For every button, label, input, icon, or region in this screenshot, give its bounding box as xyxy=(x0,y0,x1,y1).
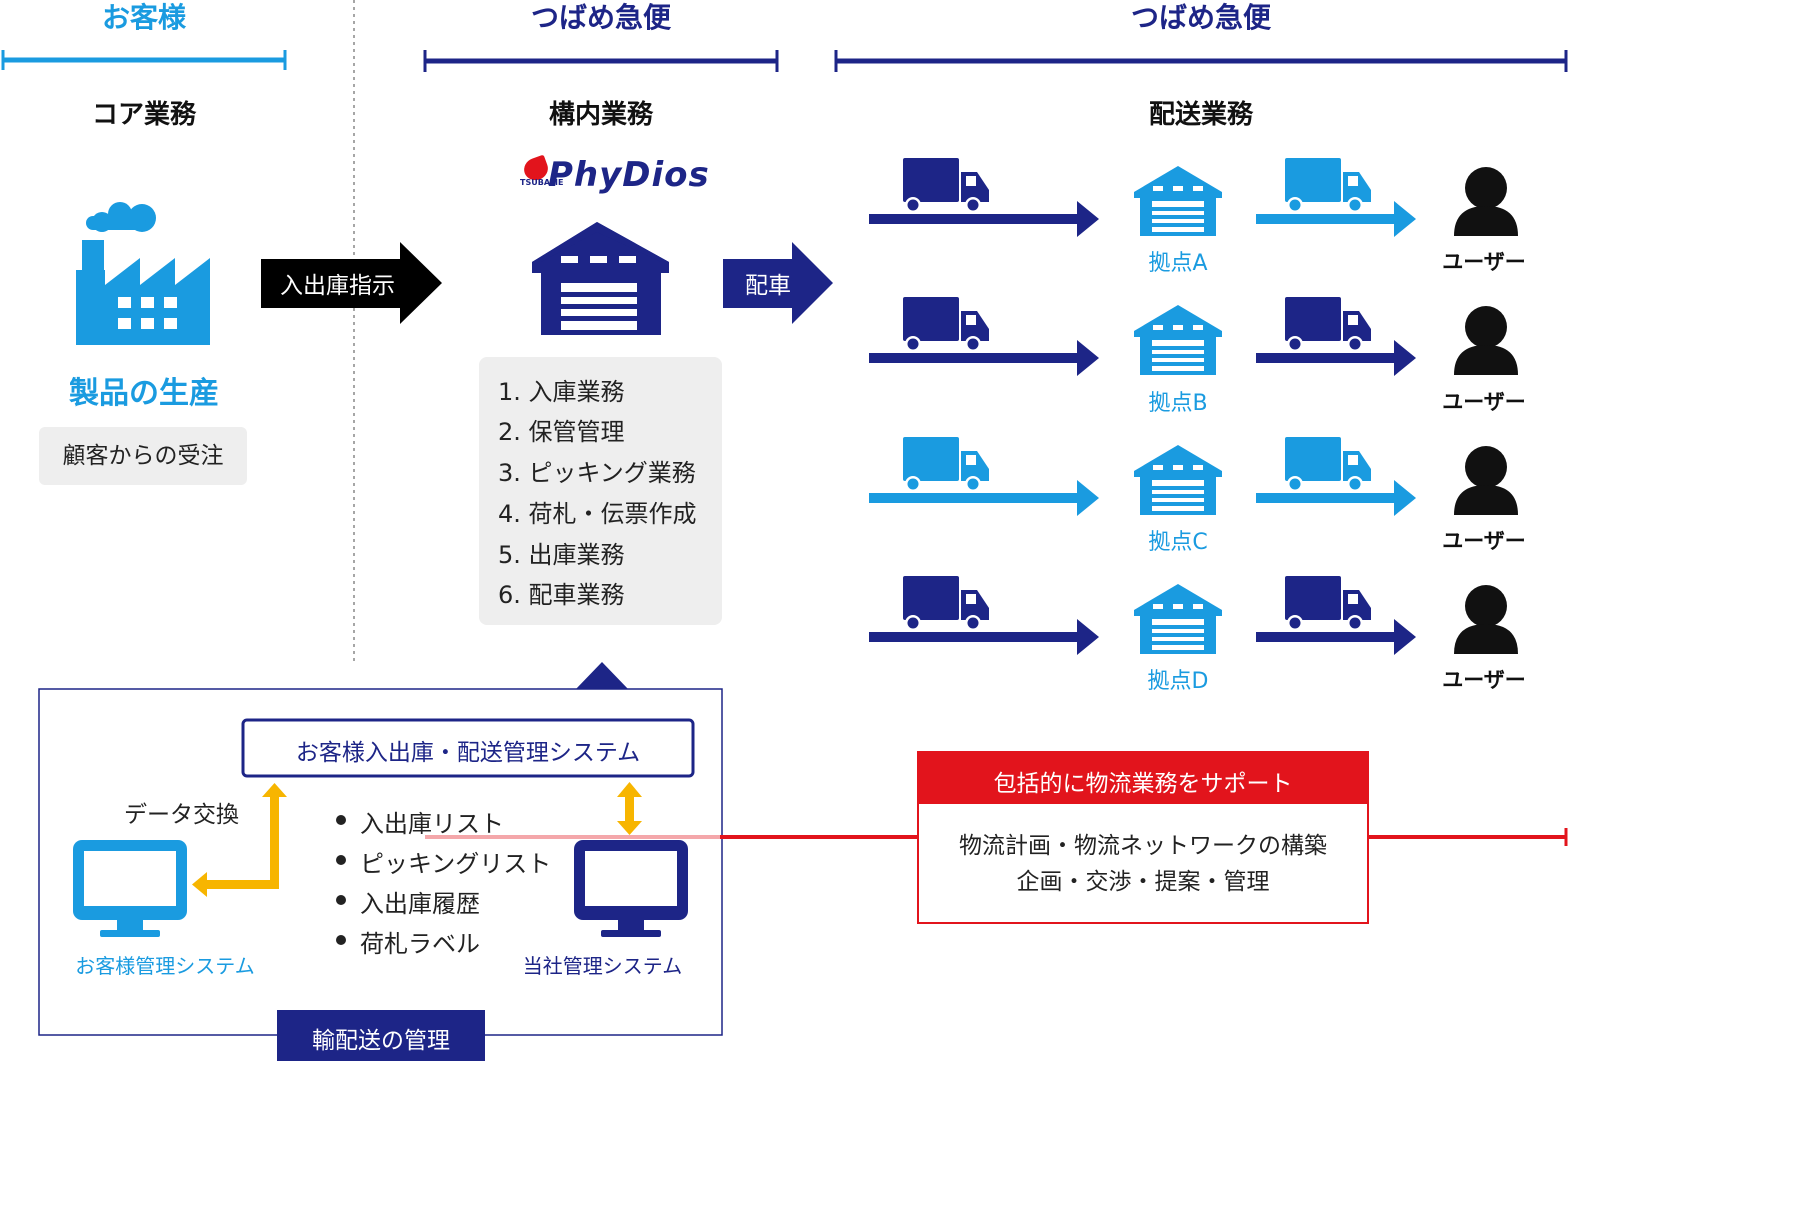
base-label-b: 拠点B xyxy=(1148,391,1208,416)
customer-header: お客様 xyxy=(101,1,186,34)
list-item: 入出庫履歴 xyxy=(360,890,480,918)
delivery-section-title: 配送業務 xyxy=(1148,100,1253,130)
user-label-c: ユーザー xyxy=(1442,529,1526,553)
diagram-graphics xyxy=(1,0,1568,1061)
production-label: 製品の生産 xyxy=(69,376,219,411)
flow-arrow xyxy=(1256,480,1416,516)
support-line-2: 企画・交渉・提案・管理 xyxy=(1016,869,1270,895)
user-icon xyxy=(1454,167,1518,236)
flow-arrow xyxy=(1256,201,1416,237)
truck-icon xyxy=(1285,158,1371,213)
truck-icon xyxy=(903,576,989,631)
orders-badge: 顧客からの受注 xyxy=(39,427,247,485)
customer-system-label: お客様管理システム xyxy=(75,954,255,978)
warehouse-bracket xyxy=(423,50,779,72)
instruction-arrow xyxy=(261,242,442,324)
flow-arrow xyxy=(1256,340,1416,376)
truck-icon xyxy=(903,297,989,352)
task-item: 4. 荷札・伝票作成 xyxy=(498,500,697,528)
delivery-bracket xyxy=(834,50,1568,72)
flow-arrow xyxy=(869,619,1099,655)
base-warehouse-icon xyxy=(1134,445,1222,515)
system-title-box xyxy=(241,718,695,778)
truck-icon xyxy=(903,437,989,492)
dispatch-arrow xyxy=(723,242,833,324)
base-label-d: 拠点D xyxy=(1147,669,1209,694)
logo-sub-text: TSUBAME xyxy=(520,178,564,187)
tsubame-header-delivery: つばめ急便 xyxy=(1130,1,1271,34)
truck-icon xyxy=(1285,576,1371,631)
support-line-1: 物流計画・物流ネットワークの構築 xyxy=(959,833,1327,859)
list-item: 入出庫リスト xyxy=(360,810,504,838)
base-warehouse-icon xyxy=(1134,584,1222,654)
instruction-arrow-label: 入出庫指示 xyxy=(280,273,395,299)
user-icon xyxy=(1454,585,1518,654)
customer-monitor-icon xyxy=(73,840,187,937)
support-title-bar xyxy=(918,752,1368,804)
user-label-b: ユーザー xyxy=(1442,390,1526,414)
truck-icon xyxy=(1285,297,1371,352)
base-warehouse-icon xyxy=(1134,166,1222,236)
phydios-logo: TSUBAME PhyDios xyxy=(520,152,709,202)
delivery-rows xyxy=(869,158,1518,655)
data-exchange-label: データ交換 xyxy=(124,802,239,828)
system-footer-label: 輸配送の管理 xyxy=(312,1028,450,1054)
warehouse-tasks-box xyxy=(479,357,722,625)
list-item: ピッキングリスト xyxy=(360,850,552,878)
warehouse-section-title: 構内業務 xyxy=(548,100,653,130)
core-section-title: コア業務 xyxy=(91,100,196,130)
flow-arrow xyxy=(869,480,1099,516)
system-title: お客様入出庫・配送管理システム xyxy=(295,740,641,766)
company-system-label: 当社管理システム xyxy=(522,954,683,978)
system-footer-tab xyxy=(277,1010,485,1061)
user-icon xyxy=(1454,446,1518,515)
user-label-a: ユーザー xyxy=(1442,250,1526,274)
dispatch-arrow-label: 配車 xyxy=(745,273,791,299)
data-exchange-arrow xyxy=(192,783,287,897)
support-title: 包括的に物流業務をサポート xyxy=(993,771,1293,797)
user-label-d: ユーザー xyxy=(1442,668,1526,692)
list-bullets xyxy=(336,815,346,945)
flow-arrow xyxy=(869,340,1099,376)
base-label-c: 拠点C xyxy=(1148,530,1208,555)
task-item: 3. ピッキング業務 xyxy=(498,459,696,487)
central-warehouse-icon xyxy=(532,222,669,335)
user-icon xyxy=(1454,306,1518,375)
task-item: 2. 保管管理 xyxy=(498,418,625,446)
logo-main-text: PhyDios xyxy=(548,155,710,195)
sync-arrow xyxy=(617,782,642,835)
base-label-a: 拠点A xyxy=(1148,251,1208,276)
base-warehouse-icon xyxy=(1134,305,1222,375)
company-monitor-icon xyxy=(574,840,688,937)
tsubame-header-warehouse: つばめ急便 xyxy=(530,1,671,34)
truck-icon xyxy=(1285,437,1371,492)
task-item: 5. 出庫業務 xyxy=(498,541,625,569)
factory-icon xyxy=(76,202,210,345)
system-pointer xyxy=(575,662,629,690)
customer-bracket xyxy=(1,50,287,70)
task-item: 1. 入庫業務 xyxy=(498,378,625,406)
flow-arrow xyxy=(869,201,1099,237)
flow-arrow xyxy=(1256,619,1416,655)
list-item: 荷札ラベル xyxy=(360,930,480,958)
truck-icon xyxy=(903,158,989,213)
task-item: 6. 配車業務 xyxy=(498,581,625,609)
